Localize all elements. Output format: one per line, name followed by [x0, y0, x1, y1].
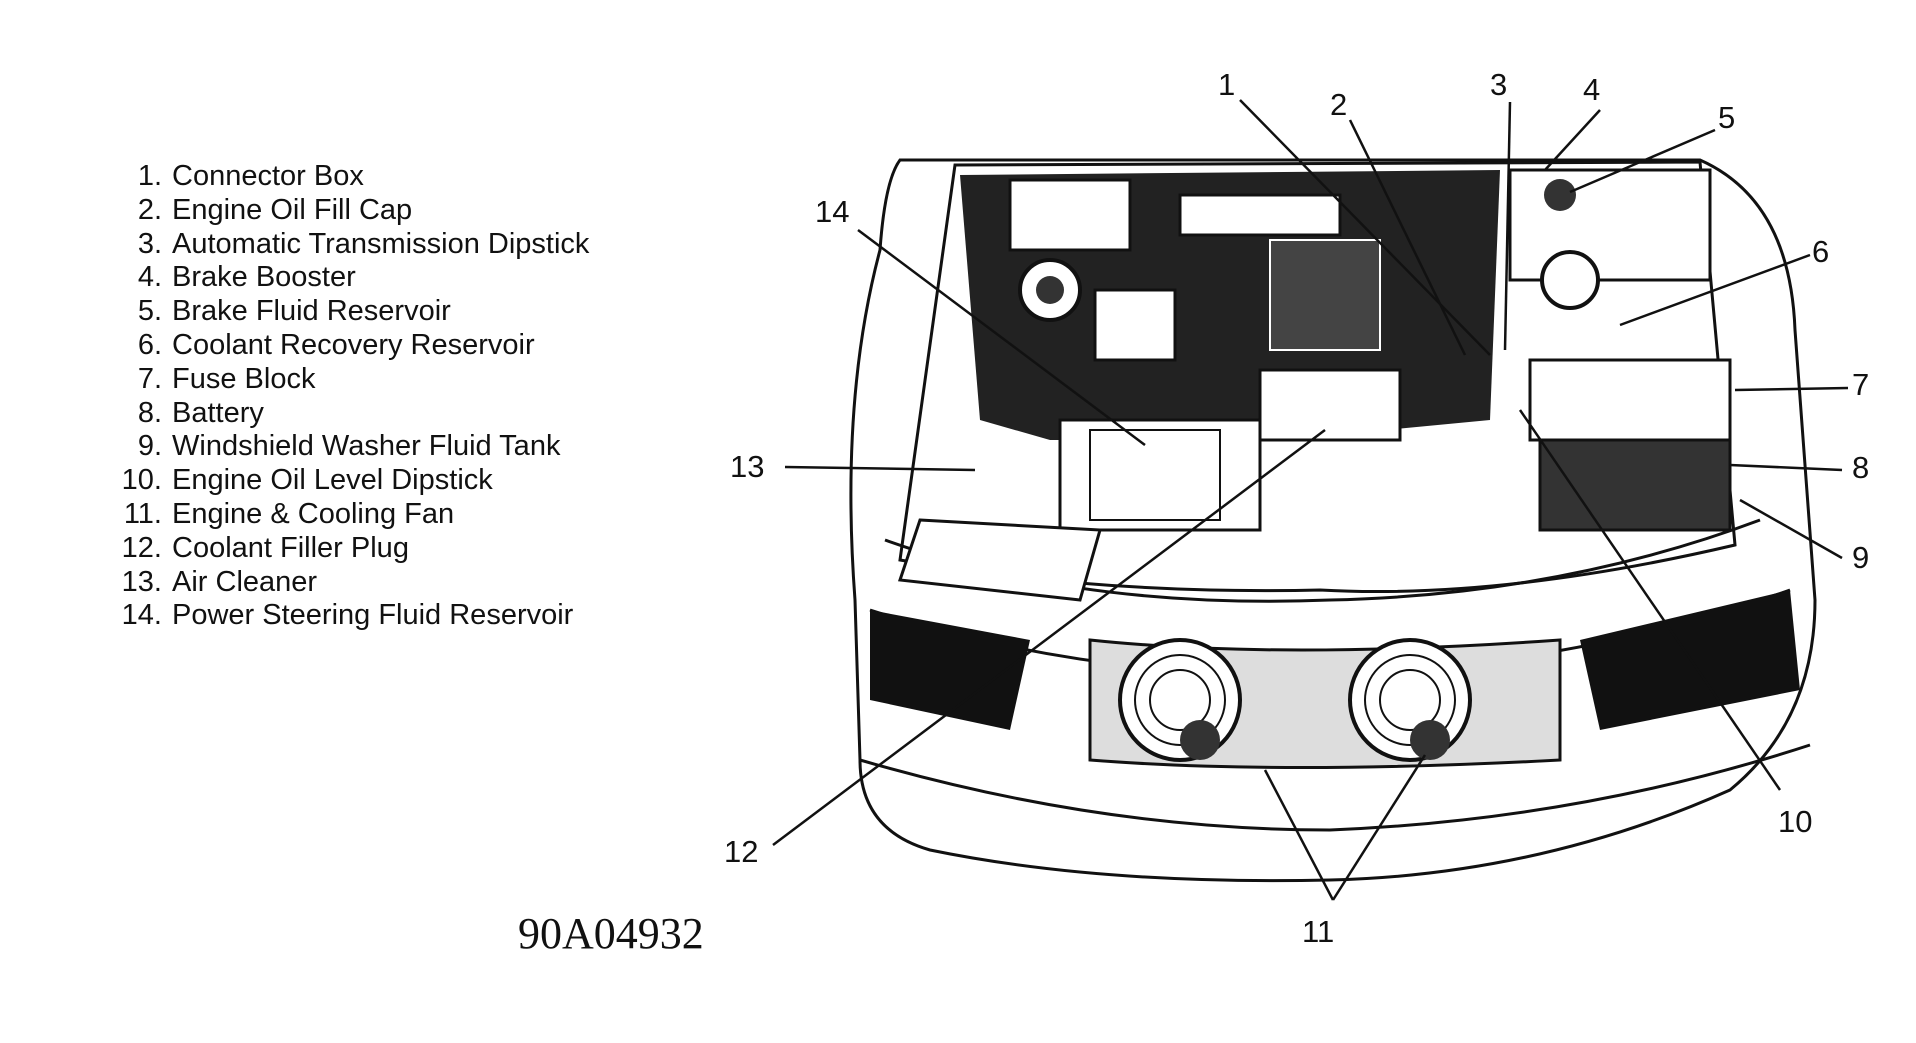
- callout-number: 5: [1718, 100, 1735, 135]
- leader-line: [1331, 754, 1427, 901]
- legend-number: 14.: [121, 599, 162, 632]
- legend-item: 5. Brake Fluid Reservoir: [108, 295, 589, 329]
- legend-item: 3. Automatic Transmission Dipstick: [108, 227, 590, 262]
- legend-number: 11.: [123, 497, 162, 530]
- legend-item: 10. Engine Oil Level Dipstick: [108, 464, 589, 498]
- legend-label: Engine Oil Level Dipstick: [172, 464, 493, 497]
- legend-item: 8. Battery: [108, 397, 589, 431]
- legend-label: Fuse Block: [172, 362, 316, 395]
- callout-number: 8: [1852, 450, 1869, 485]
- leader-line: [1729, 463, 1843, 472]
- leader-line: [1348, 119, 1467, 356]
- legend-label: Power Steering Fluid Reservoir: [172, 599, 574, 632]
- legend-item: 1. Connector Box: [108, 160, 589, 194]
- figure-code: 90A04932: [518, 909, 704, 958]
- leader-line: [857, 228, 1146, 447]
- legend-item: 11. Engine & Cooling Fan: [108, 498, 589, 532]
- leader-line: [772, 429, 1326, 846]
- legend-label: Engine Oil Fill Cap: [172, 193, 413, 226]
- legend-item: 4. Brake Booster: [108, 261, 589, 295]
- legend-number: 7.: [137, 362, 162, 395]
- callout-number: 14: [815, 194, 849, 229]
- callout-number: 9: [1852, 540, 1869, 575]
- legend-number: 3.: [137, 227, 162, 260]
- parts-legend: 1. Connector Box 2. Engine Oil Fill Cap 3.…: [108, 160, 590, 633]
- callout-number: 4: [1583, 72, 1600, 107]
- legend-label: Coolant Filler Plug: [172, 531, 409, 564]
- leader-line: [1263, 769, 1335, 901]
- legend-item: 7. Fuse Block: [108, 363, 589, 397]
- legend-number: 6.: [137, 328, 162, 361]
- legend-label: Brake Fluid Reservoir: [172, 295, 451, 328]
- legend-label: Coolant Recovery Reservoir: [172, 328, 535, 361]
- legend-label: Windshield Washer Fluid Tank: [172, 430, 561, 463]
- legend-number: 5.: [137, 295, 162, 328]
- legend-number: 13.: [121, 565, 162, 598]
- legend-number: 8.: [137, 396, 162, 429]
- legend-item: 6. Coolant Recovery Reservoir: [108, 329, 589, 363]
- callout-number: 11: [1302, 914, 1334, 949]
- legend-number: 4.: [137, 261, 162, 294]
- legend-label: Battery: [172, 396, 264, 429]
- leader-lines: [772, 99, 1849, 901]
- leader-line: [1734, 386, 1849, 392]
- cooling-fans: [1118, 638, 1472, 762]
- legend-item: 14. Power Steering Fluid Reservoir: [108, 599, 589, 633]
- legend-item: 9. Windshield Washer Fluid Tank: [108, 430, 589, 464]
- leader-line: [1619, 253, 1811, 327]
- leader-line: [1739, 498, 1843, 560]
- callout-number: 3: [1490, 67, 1507, 102]
- leader-line: [1569, 128, 1716, 194]
- callout-numbers: 1 2 3 4 5 6 7 8 9 10 11 12 13 14: [724, 67, 1869, 949]
- legend-item: 2. Engine Oil Fill Cap: [108, 194, 589, 228]
- legend-label: Air Cleaner: [172, 565, 318, 598]
- callout-number: 2: [1330, 87, 1347, 122]
- legend-label: Brake Booster: [172, 261, 356, 294]
- callout-number: 1: [1218, 67, 1235, 102]
- legend-number: 12.: [121, 531, 162, 564]
- callout-number: 12: [724, 834, 758, 869]
- leader-line: [1518, 409, 1782, 791]
- leader-line: [784, 465, 976, 472]
- callout-number: 7: [1852, 367, 1869, 402]
- legend-label: Engine & Cooling Fan: [172, 497, 455, 530]
- legend-number: 1.: [137, 160, 162, 192]
- callout-number: 13: [730, 449, 764, 484]
- legend-number: 10.: [121, 464, 162, 497]
- legend-label: Automatic Transmission Dipstick: [172, 227, 590, 260]
- legend-item: 13. Air Cleaner: [108, 566, 589, 600]
- legend-number: 2.: [137, 193, 162, 226]
- callout-number: 6: [1812, 234, 1829, 269]
- leader-line: [1239, 99, 1491, 356]
- callout-number: 10: [1778, 804, 1812, 839]
- legend-item: 12. Coolant Filler Plug: [108, 532, 589, 566]
- legend-number: 9.: [137, 430, 162, 463]
- leader-line: [1503, 101, 1512, 351]
- legend-label: Connector Box: [172, 160, 364, 192]
- leader-line: [1544, 109, 1601, 171]
